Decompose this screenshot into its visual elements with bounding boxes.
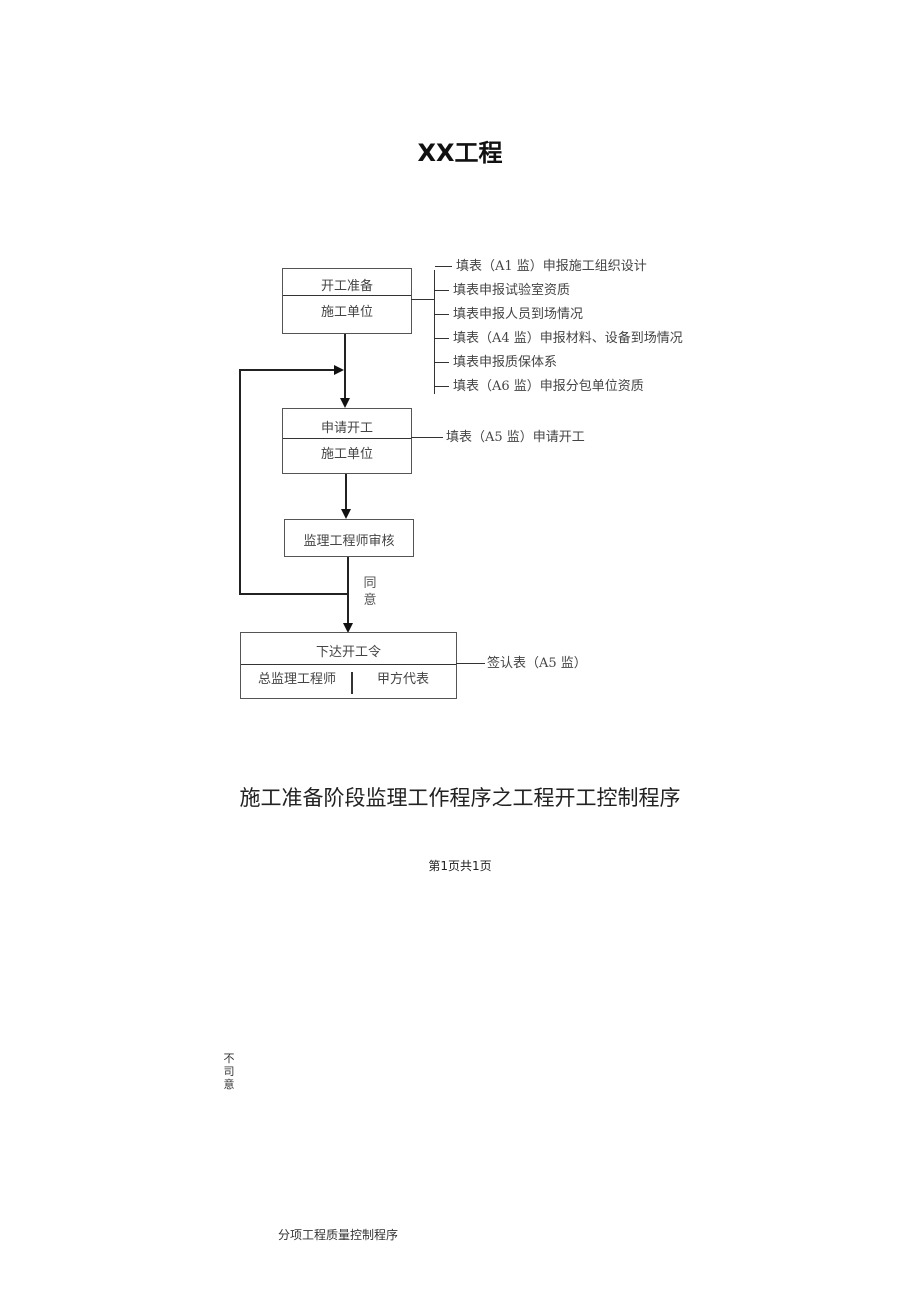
connector-line	[411, 437, 443, 438]
step-apply-start-title: 申请开工	[320, 421, 373, 436]
box-divider	[283, 295, 411, 296]
flow-line	[344, 334, 346, 398]
note-item: 填表（A6 监）申报分包单位资质	[435, 379, 644, 395]
disagree-label: 不 司 意	[223, 1052, 235, 1091]
inner-divider	[351, 672, 353, 694]
dash-icon	[435, 266, 452, 267]
step-start-preparation-party: 施工单位	[320, 305, 373, 320]
arrow-right-icon	[334, 365, 344, 375]
dash-icon	[435, 386, 449, 387]
step-start-preparation-box: 开工准备 施工单位	[282, 268, 412, 334]
loop-line-top	[239, 369, 335, 371]
dash-icon	[435, 338, 449, 339]
loop-line-left	[239, 369, 241, 594]
step-issue-start-order-box: 下达开工令 总监理工程师 甲方代表	[240, 632, 457, 699]
step-apply-start-note: 填表（A5 监）申请开工	[446, 430, 585, 445]
dash-icon	[435, 362, 449, 363]
arrow-down-icon	[341, 509, 351, 519]
step-issue-start-order-title: 下达开工令	[315, 645, 381, 660]
step-apply-start-box: 申请开工 施工单位	[282, 408, 412, 474]
connector-line	[456, 663, 485, 664]
chief-supervisor-label: 总监理工程师	[257, 672, 336, 687]
step-apply-start-party: 施工单位	[320, 447, 373, 462]
owner-representative-label: 甲方代表	[376, 672, 429, 687]
agree-label: 同 意	[363, 576, 377, 608]
box-divider	[283, 438, 411, 439]
note-item: 填表（A1 监）申报施工组织设计	[435, 259, 647, 275]
note-item: 填表申报试验室资质	[435, 283, 570, 299]
loop-line-bottom	[239, 593, 348, 595]
step-issue-start-order-note: 签认表（A5 监）	[487, 656, 587, 671]
dash-icon	[435, 290, 449, 291]
step-supervisor-review-box: 监理工程师审核	[284, 519, 414, 557]
flowchart-caption: 施工准备阶段监理工作程序之工程开工控制程序	[239, 786, 681, 810]
arrow-down-icon	[343, 623, 353, 633]
next-section-title: 分项工程质量控制程序	[278, 1228, 399, 1242]
step-start-preparation-title: 开工准备	[320, 279, 373, 294]
flow-line	[347, 557, 349, 623]
dash-icon	[435, 314, 449, 315]
note-item: 填表（A4 监）申报材料、设备到场情况	[435, 331, 683, 347]
flow-line	[345, 474, 347, 509]
arrow-down-icon	[340, 398, 350, 408]
note-item: 填表申报质保体系	[435, 355, 557, 371]
box-divider	[241, 664, 456, 665]
note-item: 填表申报人员到场情况	[435, 307, 583, 323]
step-supervisor-review-label: 监理工程师审核	[303, 534, 395, 549]
bracket-line	[434, 270, 435, 394]
page-indicator: 第1页共1页	[428, 859, 492, 873]
document-title: XX工程	[417, 139, 503, 167]
connector-line	[411, 299, 435, 300]
